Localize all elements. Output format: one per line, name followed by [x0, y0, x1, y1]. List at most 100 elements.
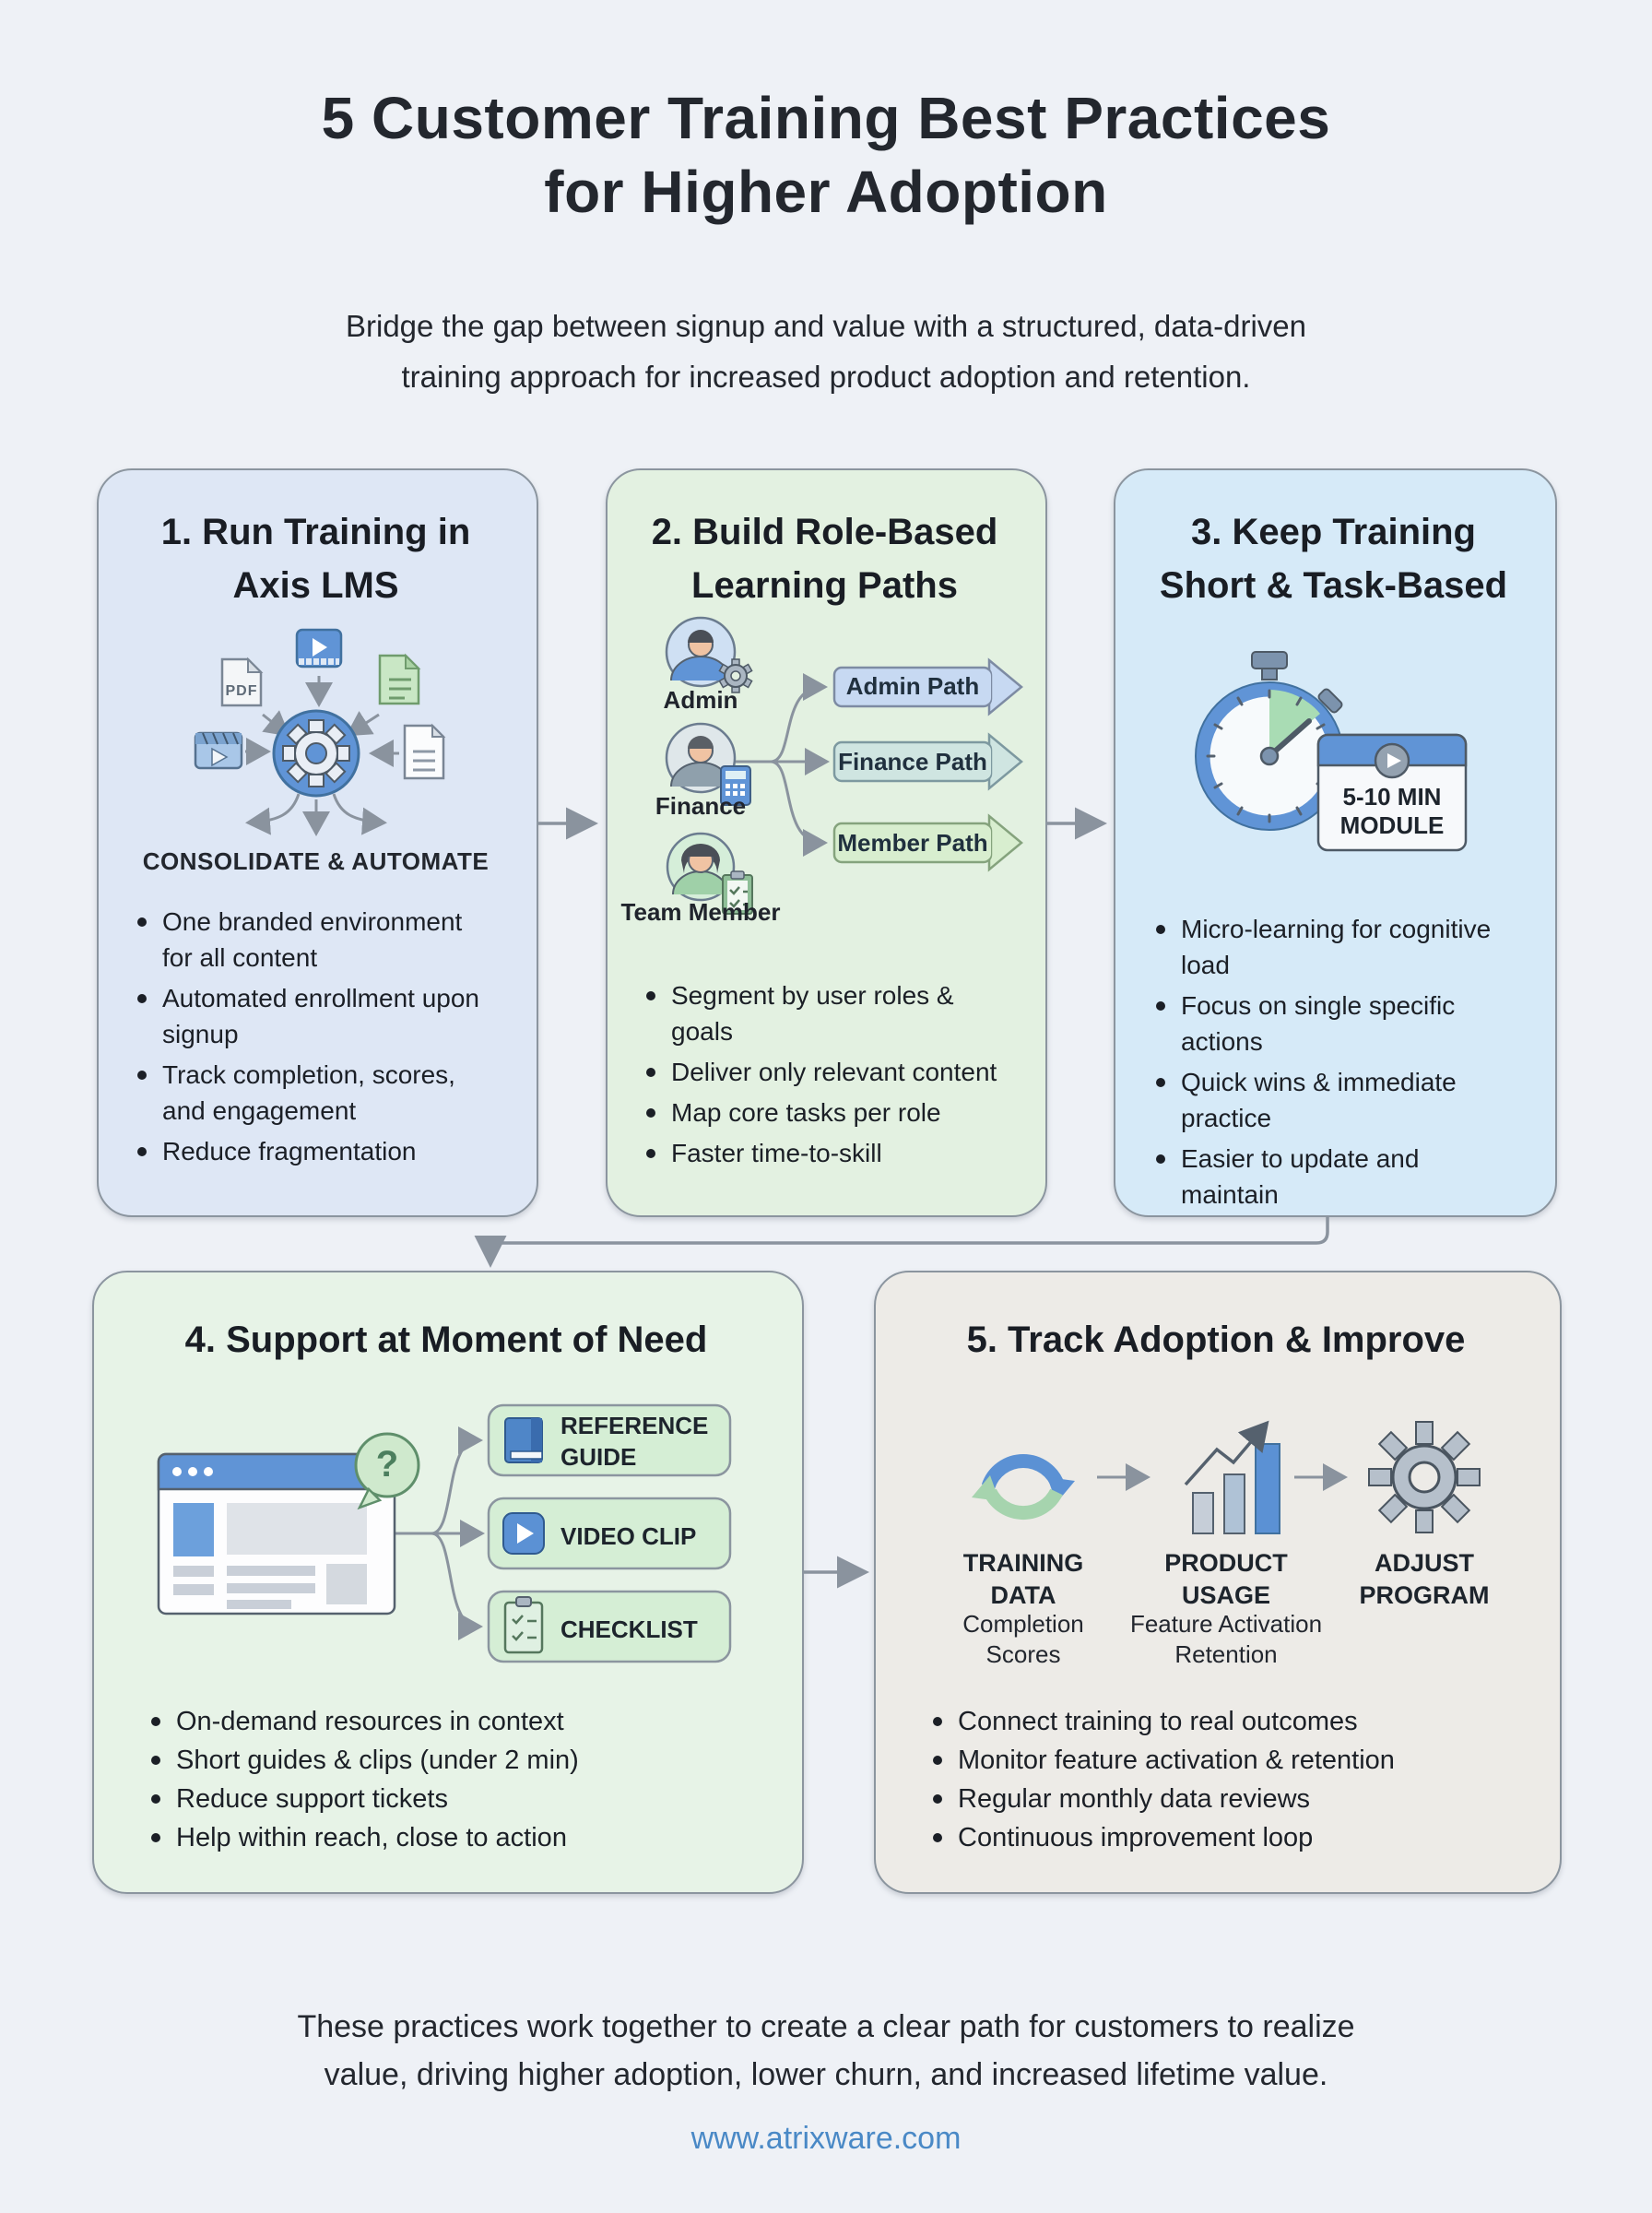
footer-summary: These practices work together to create … — [0, 2003, 1652, 2099]
step-label-product-usage: PRODUCT USAGE — [1129, 1547, 1323, 1612]
persona-label-team-member: Team Member — [620, 898, 781, 926]
path-label-admin: Admin Path — [845, 672, 980, 700]
video-clip-pill — [487, 1497, 732, 1570]
card5-title: 5. Track Adoption & Improve — [966, 1320, 1466, 1360]
admin-path-arrow — [832, 657, 1023, 716]
module-duration-line2: MODULE — [1339, 811, 1445, 839]
card-run-training — [97, 468, 538, 1217]
finance-path-arrow — [832, 732, 1023, 791]
resource-label-video-clip: VIDEO CLIP — [560, 1522, 697, 1550]
resource-label-reference-guide: REFERENCE GUIDE — [560, 1412, 709, 1471]
card3-title-line1: 3. Keep Training — [1191, 512, 1476, 552]
finance-user-calculator-icon — [665, 722, 751, 806]
bullet-item: Segment by user roles & goals — [638, 977, 1007, 1049]
consolidate-illustration — [194, 628, 446, 836]
video-module-card-icon — [1316, 733, 1468, 852]
step-label-line: ADJUST — [1374, 1549, 1474, 1577]
bullet-item: Connect training to real outcomes — [925, 1702, 1552, 1741]
step-sub-training-data: Completion Scores — [926, 1609, 1120, 1670]
member-user-clipboard-icon — [666, 832, 753, 915]
bullet-item: Monitor feature activation & retention — [925, 1741, 1552, 1780]
bullet-item: Track completion, scores, and engagement — [129, 1057, 489, 1129]
bullet-item: Regular monthly data reviews — [925, 1780, 1552, 1818]
bullet-item: Focus on single specific actions — [1148, 988, 1516, 1059]
play-button-icon — [502, 1512, 545, 1555]
card1-title-line2: Axis LMS — [232, 565, 399, 606]
bullet-item: Help within reach, close to action — [143, 1818, 779, 1857]
gear-icon — [1368, 1421, 1481, 1533]
member-path-arrow — [832, 813, 1023, 872]
path-label-member: Member Path — [837, 829, 988, 857]
card1-title-line1: 1. Run Training in — [160, 512, 471, 552]
step-label-training-data: TRAINING DATA — [926, 1547, 1120, 1612]
reference-guide-pill — [487, 1403, 732, 1477]
resource-label-checklist: CHECKLIST — [560, 1615, 698, 1643]
page-title-line1: 5 Customer Training Best Practices — [321, 85, 1331, 151]
page-subtitle: Bridge the gap between signup and value … — [0, 301, 1652, 402]
bullet-item: Short guides & clips (under 2 min) — [143, 1741, 779, 1780]
card3-title-line2: Short & Task-Based — [1159, 565, 1508, 606]
support-illustration — [157, 1403, 732, 1663]
card2-title-line2: Learning Paths — [691, 565, 958, 606]
film-clip-icon — [194, 731, 243, 770]
step-sub-line: Completion — [962, 1610, 1084, 1638]
card3-title: 3. Keep Training Short & Task-Based — [1114, 505, 1553, 612]
step-sub-line: Feature Activation — [1129, 1610, 1323, 1638]
page-title: 5 Customer Training Best Practices for H… — [0, 81, 1652, 229]
step-label-adjust-program: ADJUST PROGRAM — [1328, 1547, 1521, 1612]
question-bubble-icon — [354, 1432, 420, 1510]
question-mark: ? — [375, 1444, 399, 1485]
book-icon — [504, 1417, 543, 1463]
arrow-card3-to-card4 — [474, 1215, 1329, 1268]
bullet-item: Deliver only relevant content — [638, 1054, 1007, 1090]
track-improve-illustration — [972, 1420, 1481, 1534]
step-label-line: USAGE — [1181, 1581, 1271, 1609]
step-sub-line: Retention — [1174, 1640, 1278, 1668]
page-subtitle-line1: Bridge the gap between signup and value … — [346, 309, 1306, 343]
card4-bullet-list: On-demand resources in context Short gui… — [143, 1702, 779, 1857]
card-track-adoption — [874, 1271, 1562, 1894]
checklist-pill — [487, 1590, 732, 1663]
page-title-line2: for Higher Adoption — [544, 159, 1108, 225]
sync-arrows-icon — [972, 1454, 1075, 1520]
card1-title: 1. Run Training in Axis LMS — [97, 505, 535, 612]
stopwatch-icon — [1195, 651, 1344, 831]
card2-bullet-list: Segment by user roles & goals Deliver on… — [638, 977, 1007, 1176]
page-subtitle-line2: training approach for increased product … — [401, 360, 1251, 394]
green-document-icon — [378, 653, 421, 705]
step-label-line: DATA — [990, 1581, 1056, 1609]
footer-summary-line1: These practices work together to create … — [297, 2009, 1355, 2044]
persona-label-finance: Finance — [655, 792, 747, 820]
card2-title-line1: 2. Build Role-Based — [651, 512, 998, 552]
module-duration-tag: 5-10 MIN MODULE — [1320, 783, 1464, 840]
stopwatch-illustration — [1195, 651, 1468, 852]
card3-bullet-list: Micro-learning for cognitive load Focus … — [1148, 911, 1516, 1217]
text-document-icon — [403, 723, 446, 780]
step-label-line: PROGRAM — [1359, 1581, 1490, 1609]
bullet-item: One branded environment for all content — [129, 904, 489, 976]
bar-chart-growth-icon — [1184, 1420, 1280, 1534]
bullet-item: Reduce fragmentation — [129, 1133, 489, 1169]
path-label-finance: Finance Path — [838, 748, 987, 775]
bullet-item: Quick wins & immediate practice — [1148, 1064, 1516, 1136]
learning-paths-illustration — [665, 616, 1023, 915]
video-player-icon — [295, 628, 343, 669]
card1-caption: CONSOLIDATE & AUTOMATE — [142, 847, 490, 875]
step-sub-product-usage: Feature Activation Retention — [1129, 1609, 1323, 1670]
bullet-item: Reduce support tickets — [143, 1780, 779, 1818]
module-duration-line1: 5-10 MIN — [1342, 783, 1442, 811]
browser-window-icon — [157, 1452, 396, 1615]
bullet-item: Faster time-to-skill — [638, 1135, 1007, 1171]
card1-bullet-list: One branded environment for all content … — [129, 904, 489, 1174]
website-link[interactable]: www.atrixware.com — [690, 2121, 962, 2156]
card5-bullet-list: Connect training to real outcomes Monito… — [925, 1702, 1552, 1857]
clipboard-check-icon — [503, 1596, 544, 1654]
step-label-line: PRODUCT — [1164, 1549, 1288, 1577]
step-label-line: TRAINING — [962, 1549, 1084, 1577]
bullet-item: On-demand resources in context — [143, 1702, 779, 1741]
step-sub-line: Scores — [985, 1640, 1061, 1668]
bullet-item: Map core tasks per role — [638, 1095, 1007, 1130]
footer-summary-line2: value, driving higher adoption, lower ch… — [324, 2057, 1328, 2092]
bullet-item: Continuous improvement loop — [925, 1818, 1552, 1857]
